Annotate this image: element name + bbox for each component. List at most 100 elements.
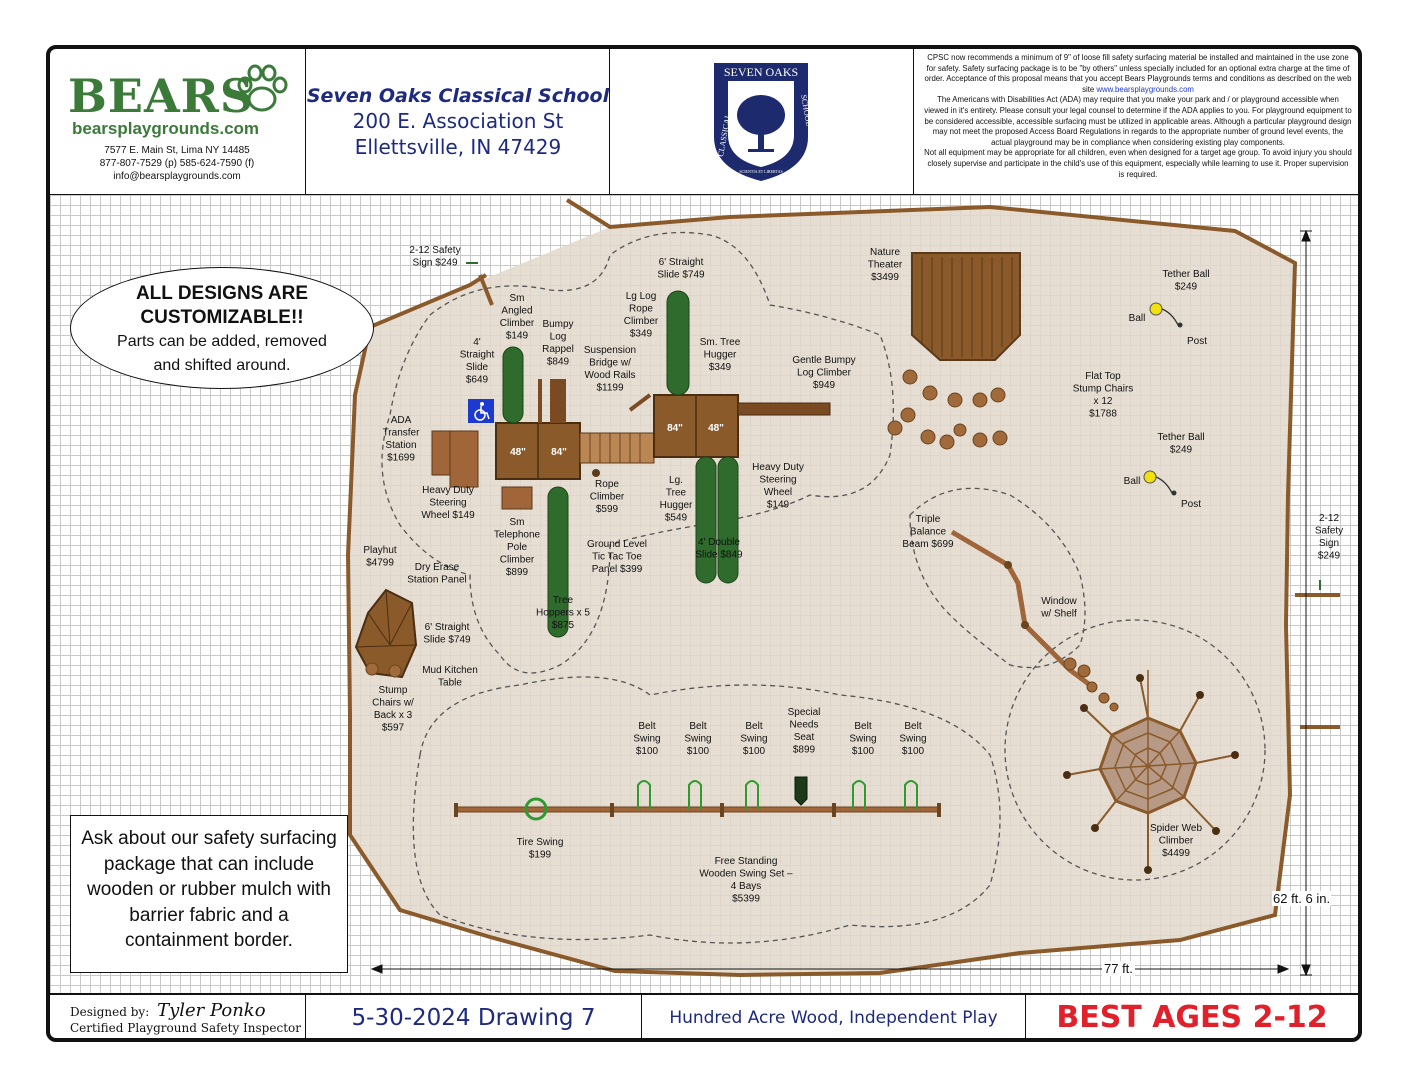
equipment-label-line: Steering (429, 498, 466, 509)
equipment-label-line: $1199 (596, 383, 624, 394)
equipment-label-line: Flat Top (1085, 371, 1121, 382)
equipment-label-line: $149 (506, 331, 529, 342)
use-zone-spider (1004, 619, 1266, 881)
company-url[interactable]: bearsplaygrounds.com (72, 119, 260, 138)
surfacing-callout: Ask about our safety surfacing package t… (70, 815, 348, 973)
equipment-label-line: Climber (624, 316, 659, 327)
equipment-label-line: Safety (1315, 526, 1343, 537)
equipment-label-line: Belt (854, 721, 871, 732)
equipment-label-line: Bumpy (542, 319, 573, 330)
tree-hoppers[interactable] (1063, 657, 1119, 712)
customizable-line-1: ALL DESIGNS ARE (135, 283, 309, 304)
equipment-label-line: Tic Tac Toe (592, 552, 642, 563)
equipment-label-line: $649 (466, 375, 489, 386)
equipment-label-line: Lg Log (626, 291, 657, 302)
equipment-label-line: Swing (899, 734, 926, 745)
equipment-label-line: $249 (1318, 551, 1341, 562)
paw-icon (237, 64, 288, 112)
equipment-label-line: $1699 (387, 453, 415, 464)
site-plan-drawing: 48" 84" 84" 48" (345, 198, 1343, 978)
equipment-label-line: Theater (868, 260, 903, 271)
swing-set[interactable] (454, 776, 941, 821)
equipment-label-line: Angled (501, 306, 532, 317)
disclaimer-supervision: Not all equipment may be appropriate for… (924, 148, 1352, 179)
equipment-label-line: Sign $249 (412, 258, 457, 269)
equipment-label-line: Wheel $149 (421, 510, 475, 521)
company-email[interactable]: info@bearsplaygrounds.com (113, 171, 241, 182)
flat-top-stump-chairs[interactable] (887, 369, 1008, 450)
equipment-label-line: $249 (1175, 282, 1198, 293)
equipment-label-line: Swing (633, 734, 660, 745)
nature-theater[interactable] (911, 252, 1021, 361)
best-ages: BEST AGES 2-12 (1056, 1000, 1328, 1035)
equipment-label-line: $349 (630, 329, 653, 340)
equipment-label-line: Needs (790, 720, 819, 731)
equipment-label-line: Nature (870, 247, 900, 258)
equipment-label-line: Sm (510, 293, 525, 304)
equipment-label-line: Balance (910, 527, 947, 538)
equipment-label-line: $3499 (871, 272, 899, 283)
equipment-label-line: Steering (759, 475, 796, 486)
equipment-label-line: Window (1041, 596, 1077, 607)
company-address: 7577 E. Main St, Lima NY 14485 (104, 145, 250, 156)
equipment-label-line: $5399 (732, 894, 760, 905)
equipment-label-line: Slide $749 (657, 270, 705, 281)
equipment-label-line: Sm. Tree (700, 337, 741, 348)
designed-by-label: Designed by: (70, 1005, 150, 1019)
equipment-label-line: Sm (510, 517, 525, 528)
equipment-label-line: 6' Straight (425, 622, 470, 633)
school-city: Ellettsville, IN 47429 (354, 135, 562, 159)
equipment-label-line: x 12 (1094, 396, 1113, 407)
equipment-label-line: Seat (794, 732, 815, 743)
playhut[interactable] (354, 588, 418, 679)
school-name: Seven Oaks Classical School (306, 85, 610, 107)
equipment-label-line: $149 (767, 500, 790, 511)
tether-ball-2[interactable] (1143, 470, 1177, 496)
spider-web-climber[interactable] (1063, 670, 1239, 874)
equipment-label-line: Hoppers x 5 (536, 608, 590, 619)
equipment-label-line: Log Climber (797, 368, 852, 379)
equipment-label: Post (1187, 336, 1207, 347)
main-play-structure[interactable] (431, 290, 831, 638)
equipment-label-line: $249 (1170, 445, 1193, 456)
equipment-label-line: Tree (666, 488, 687, 499)
equipment-label-line: Belt (638, 721, 655, 732)
dimension-width-label: 77 ft. (1102, 961, 1135, 976)
equipment-label-line: Lg. (669, 475, 683, 486)
equipment-label-line: $899 (506, 567, 529, 578)
equipment-label-line: Suspension (584, 345, 636, 356)
company-logo: BEARS (68, 69, 255, 123)
drawing-cell: 5-30-2024 Drawing 7 (306, 995, 642, 1038)
play-area-surface (348, 207, 1295, 975)
equipment-label-line: Ground Level (587, 539, 647, 550)
disclaimer-link[interactable]: www.bearsplaygrounds.com (1096, 84, 1194, 94)
site-plan: 48" 84" 84" 48" (50, 195, 1358, 993)
equipment-label-line: Special (788, 707, 821, 718)
triple-balance-beam[interactable] (950, 529, 1092, 687)
equipment-label-line: $349 (709, 362, 732, 373)
equipment-label-line: Hugger (660, 500, 693, 511)
equipment-label-line: Hugger (704, 350, 737, 361)
equipment-label: Tire Swing$199 (517, 837, 564, 861)
equipment-label-line: Stump Chairs (1073, 384, 1134, 395)
equipment-label-line: Climber (590, 492, 625, 503)
equipment-label: Tether Ball$249 (1157, 432, 1204, 456)
drawing-number: 5-30-2024 Drawing 7 (351, 1004, 596, 1031)
tether-ball-1[interactable] (1149, 302, 1183, 328)
equipment-label-line: Wheel (764, 487, 792, 498)
school-crest-cell: SEVEN OAKS CLASSICAL SCHOOL SCIENTIA ET … (610, 49, 914, 195)
